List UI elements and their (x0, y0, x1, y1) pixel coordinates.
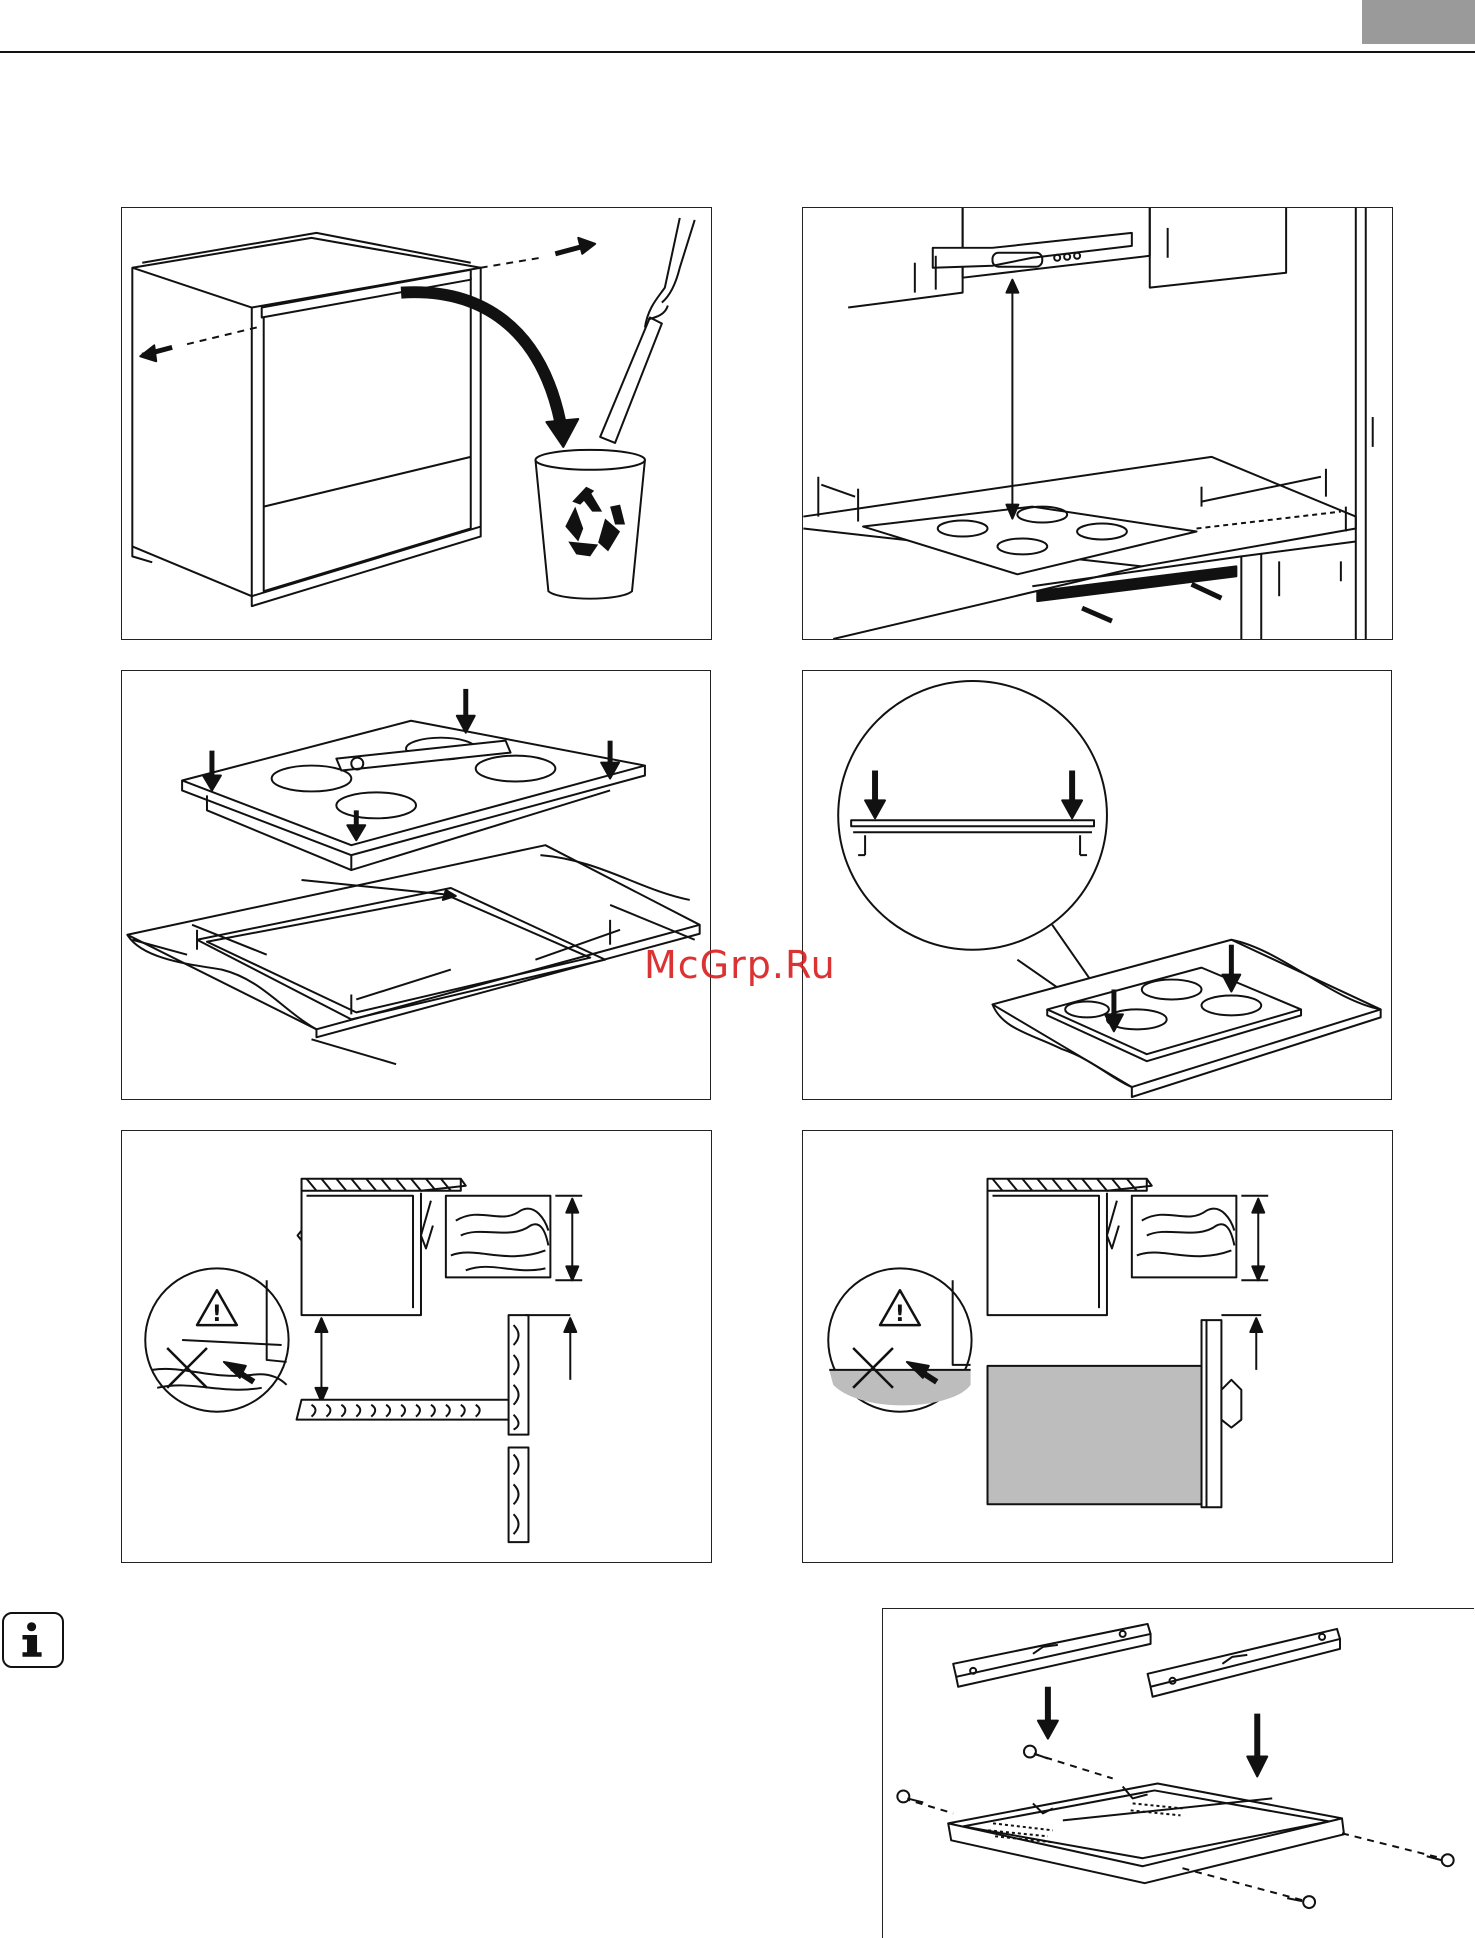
illustration-clearance-wood: ! (121, 1130, 712, 1563)
illustration-protection-box (882, 1608, 1474, 1938)
watermark-text: McGrp.Ru (644, 943, 836, 987)
svg-text:!: ! (212, 1302, 222, 1327)
illustration-cabinet-crossbar (121, 207, 712, 640)
header-page-tab (1362, 0, 1475, 44)
illustration-hob-seal (802, 670, 1392, 1100)
illustration-hob-clearances (802, 207, 1393, 640)
recycle-icon (565, 487, 625, 557)
info-icon (2, 1612, 64, 1668)
header-rule (0, 51, 1475, 53)
illustration-cutout-dimensions (121, 670, 711, 1100)
illustration-clearance-oven: ! (802, 1130, 1393, 1563)
svg-text:!: ! (895, 1302, 905, 1327)
